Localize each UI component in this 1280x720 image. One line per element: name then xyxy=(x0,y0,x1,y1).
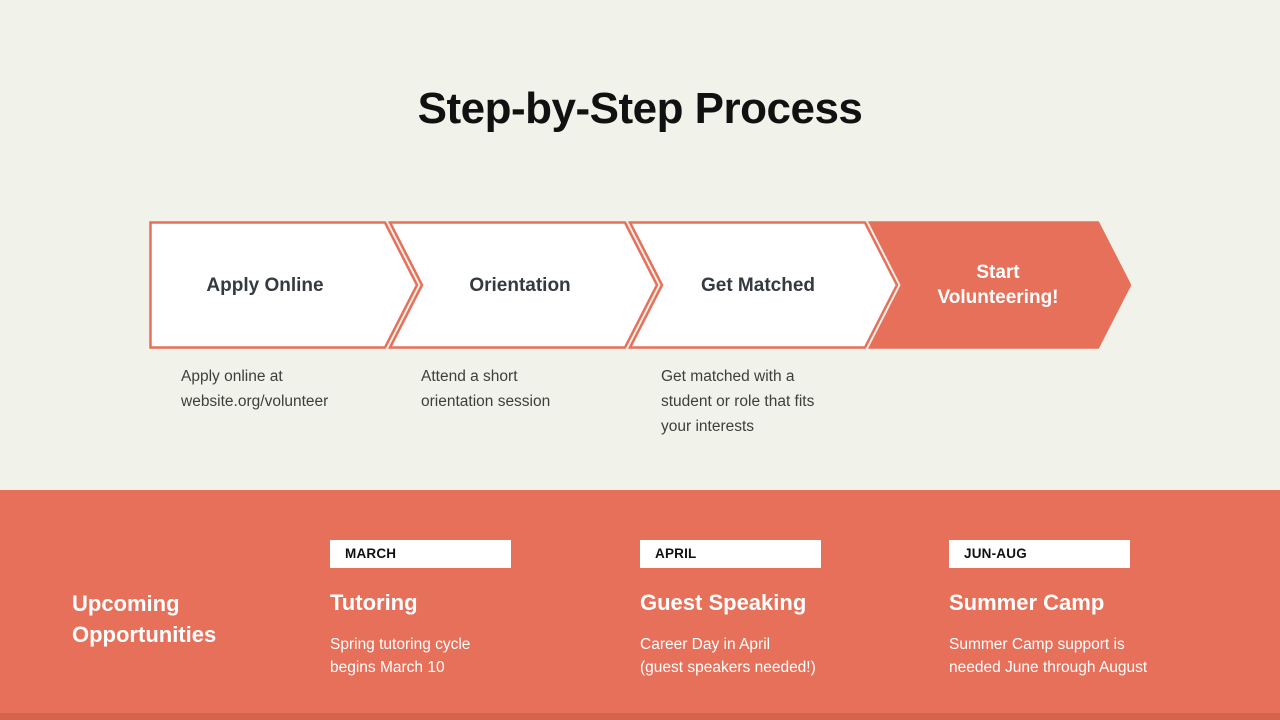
month-tag-jun-aug: JUN-AUG xyxy=(949,540,1130,568)
chevron-step-1-shape xyxy=(149,221,419,349)
step-description-orientation: Attend a short orientation session xyxy=(421,368,551,410)
bottom-edge-strip xyxy=(0,713,1280,720)
step-label-get-matched: Get Matched xyxy=(700,274,816,296)
chevron-step-4-shape xyxy=(867,221,1131,349)
step-label-apply-online: Apply Online xyxy=(206,274,324,296)
opportunity-guest-speaking: APRIL Guest Speaking Career Day in April… xyxy=(640,490,870,720)
opportunity-title-summer-camp: Summer Camp xyxy=(949,590,1105,615)
step-label-start-volunteering: Start Volunteering! xyxy=(937,262,1059,308)
chevron-step-3-shape xyxy=(627,221,899,349)
opportunity-title-tutoring: Tutoring xyxy=(330,590,418,615)
month-tag-april: APRIL xyxy=(640,540,821,568)
process-diagram: Apply Online Orientation Get Matched Sta… xyxy=(149,221,1131,349)
month-tag-march: MARCH xyxy=(330,540,511,568)
step-description-apply-online: Apply online at website.org/volunteer xyxy=(181,368,329,410)
opportunities-heading: Upcoming Opportunities xyxy=(72,591,217,647)
opportunity-description-guest-speaking: Career Day in April (guest speakers need… xyxy=(640,636,816,676)
step-description-get-matched: Get matched with a student or role that … xyxy=(661,368,815,435)
opportunity-summer-camp: JUN-AUG Summer Camp Summer Camp support … xyxy=(949,490,1179,720)
upcoming-opportunities-band: Upcoming Opportunities MARCH Tutoring Sp… xyxy=(0,490,1280,720)
opportunity-description-summer-camp: Summer Camp support is needed June throu… xyxy=(949,636,1148,676)
opportunity-description-tutoring: Spring tutoring cycle begins March 10 xyxy=(330,636,471,676)
opportunity-tutoring: MARCH Tutoring Spring tutoring cycle beg… xyxy=(330,490,560,720)
opportunity-title-guest-speaking: Guest Speaking xyxy=(640,590,807,615)
page-title: Step-by-Step Process xyxy=(417,84,863,133)
chevron-shapes xyxy=(149,221,1131,349)
chevron-step-2-shape xyxy=(387,221,659,349)
step-label-orientation: Orientation xyxy=(469,274,571,296)
